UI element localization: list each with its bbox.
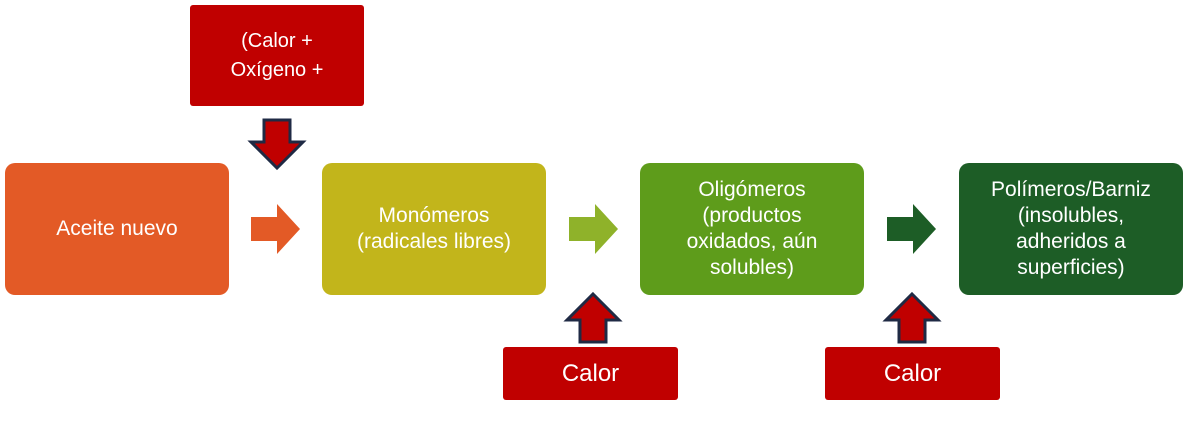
flow-arrow-1-icon	[251, 204, 300, 254]
stage-polimeros-barniz: Polímeros/Barniz (insolubles, adheridos …	[959, 163, 1183, 295]
flow-arrow-2-icon	[569, 204, 618, 254]
input-calor-oxigeno: (Calor + Oxígeno +	[190, 5, 364, 106]
stage-aceite-nuevo: Aceite nuevo	[5, 163, 229, 295]
input-calor-2: Calor	[825, 347, 1000, 400]
up-arrow-icon-2	[882, 291, 942, 344]
down-arrow-icon	[247, 118, 307, 171]
stage-monomeros: Monómeros (radicales libres)	[322, 163, 546, 295]
flow-arrow-3-icon	[887, 204, 936, 254]
stage-oligomeros: Oligómeros (productos oxidados, aún solu…	[640, 163, 864, 295]
input-calor-1: Calor	[503, 347, 678, 400]
up-arrow-icon-1	[563, 291, 623, 344]
